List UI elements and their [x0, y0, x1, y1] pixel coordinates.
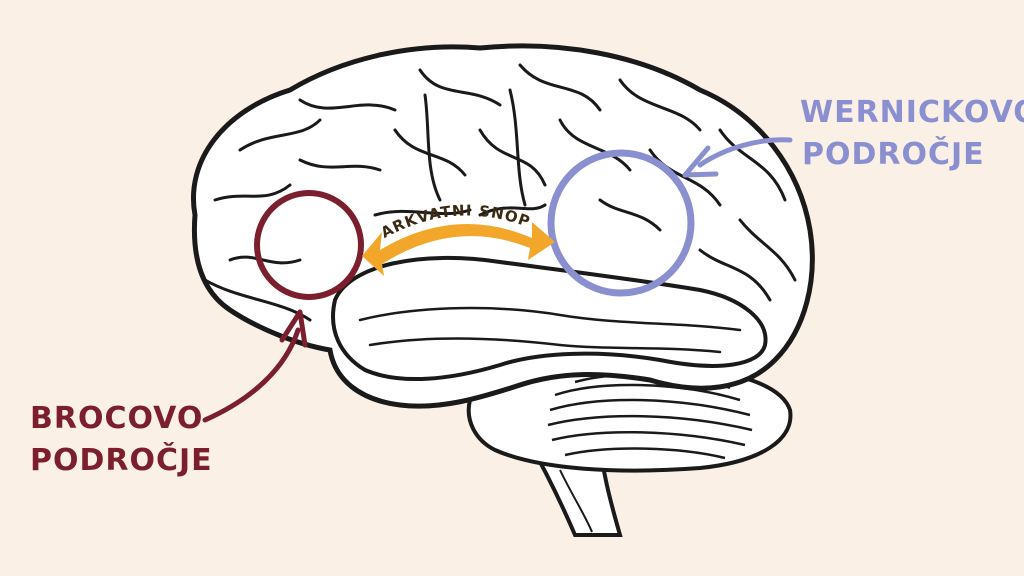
broca-label-line1: BROCOVO — [30, 401, 204, 436]
wernicke-label-line2: PODROČJE — [802, 137, 985, 172]
broca-area-circle — [254, 190, 364, 300]
broca-pointer-arrow — [202, 327, 301, 423]
wernicke-label: WERNICKOVO PODROČJE — [800, 92, 1024, 176]
wernicke-pointer-arrow — [697, 137, 793, 168]
broca-arrowhead — [279, 309, 308, 348]
temporal-gyri — [358, 306, 742, 354]
wernicke-arrowhead — [682, 145, 719, 178]
broca-label: BROCOVO PODROČJE — [30, 398, 213, 482]
arcuate-fasciculus-arrow — [362, 222, 555, 276]
wernicke-label-line1: WERNICKOVO — [800, 95, 1024, 130]
wernicke-area-circle — [547, 149, 695, 297]
brainstem-line — [559, 469, 593, 533]
broca-label-line2: PODROČJE — [30, 443, 213, 478]
